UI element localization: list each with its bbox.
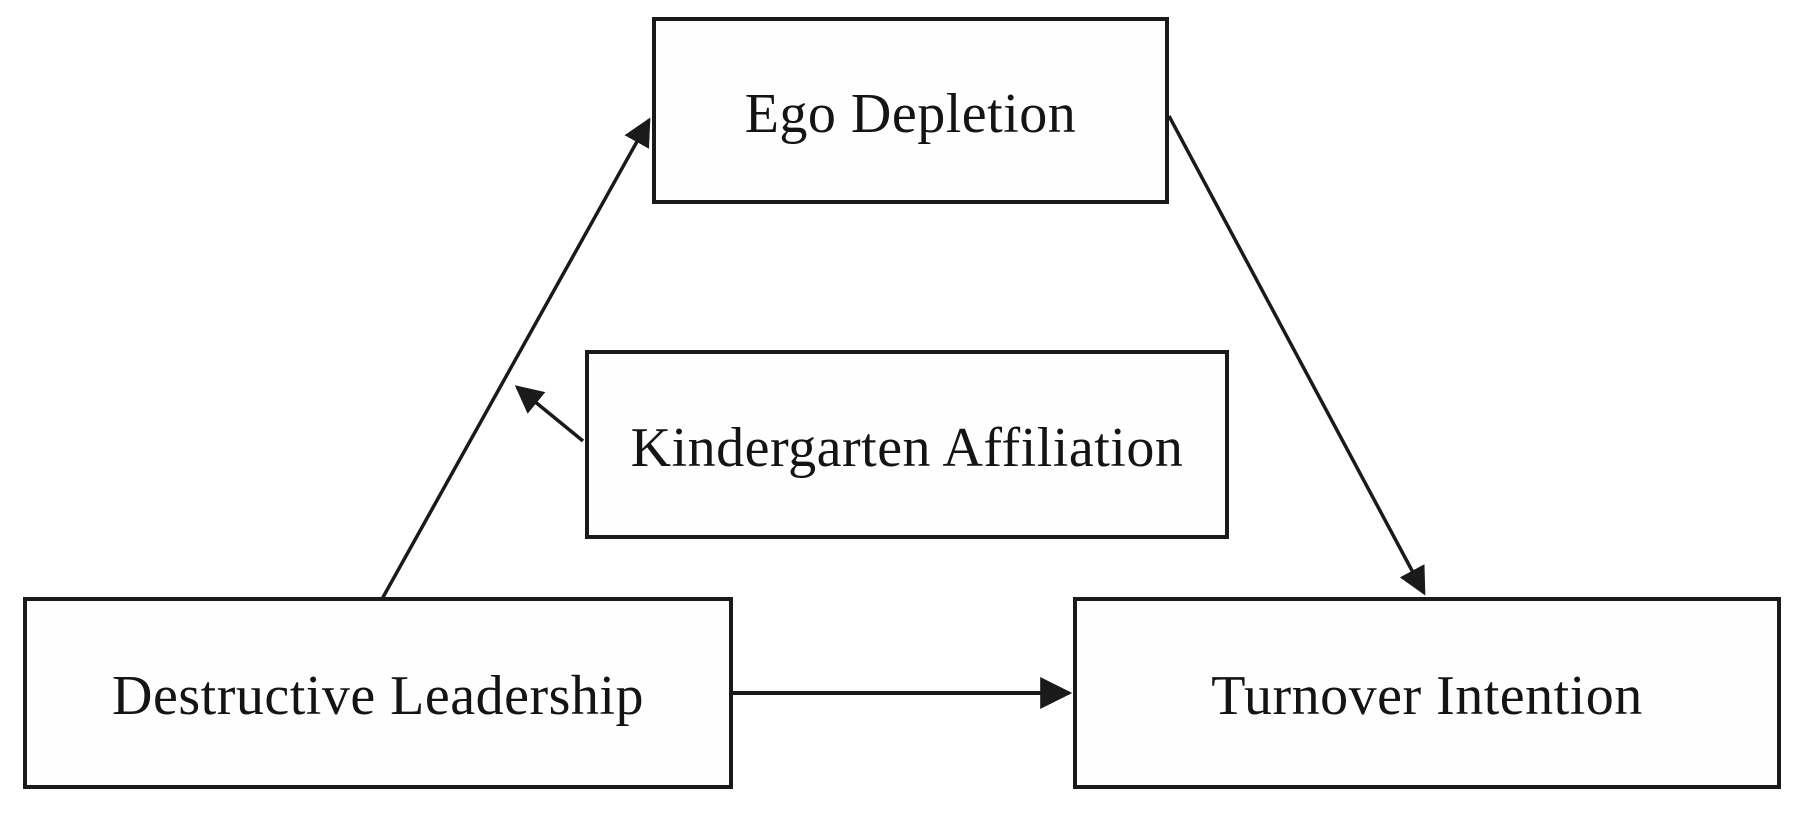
node-turnover-intention-label: Turnover Intention <box>1211 665 1643 727</box>
node-kindergarten-affiliation-label: Kindergarten Affiliation <box>630 416 1184 479</box>
node-destructive-leadership: Destructive Leadership <box>23 597 733 789</box>
node-kindergarten-affiliation: Kindergarten Affiliation <box>585 350 1229 539</box>
node-destructive-leadership-label: Destructive Leadership <box>112 665 644 727</box>
node-turnover-intention: Turnover Intention <box>1073 597 1781 789</box>
arrow-ego-to-turnover <box>1167 115 1426 596</box>
arrow-kindergarten-to-a-path <box>514 385 585 443</box>
node-ego-depletion-label: Ego Depletion <box>744 82 1077 145</box>
arrow-destructive-to-ego <box>380 117 651 600</box>
node-ego-depletion: Ego Depletion <box>652 17 1169 204</box>
